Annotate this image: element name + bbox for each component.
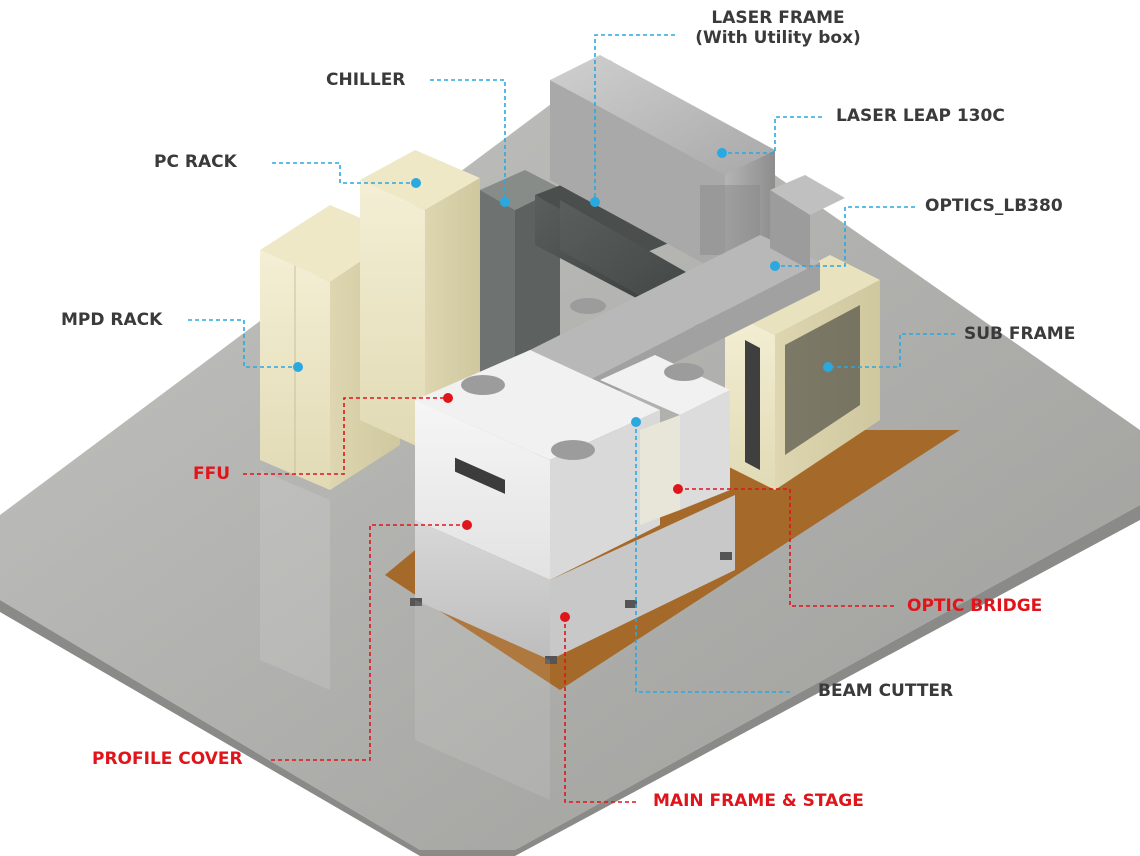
ffu-units (461, 298, 704, 460)
label-laser-frame-title: LASER FRAME (711, 8, 845, 28)
main-frame-stage (410, 495, 735, 664)
callout-line-optic-bridge (678, 488, 897, 607)
label-laser-frame: LASER FRAME (With Utility box) (678, 8, 878, 48)
callout-line-mpd-rack (188, 319, 298, 368)
dot-optic-bridge (673, 484, 683, 494)
callout-line-optics (775, 206, 915, 267)
label-profile-cover: PROFILE COVER (92, 749, 243, 769)
dot-pc-rack (411, 178, 421, 188)
callout-line-laser-frame (594, 34, 675, 202)
red-callouts (243, 397, 897, 803)
label-optics: OPTICS_LB380 (925, 196, 1063, 216)
blue-callouts (188, 34, 955, 693)
dot-sub-frame (823, 362, 833, 372)
dot-chiller (500, 197, 510, 207)
callout-line-chiller (430, 79, 506, 202)
dot-mpd-rack (293, 362, 303, 372)
callout-line-beam-cutter (635, 422, 790, 693)
floor-reflection (260, 470, 330, 690)
dot-beam-cutter (631, 417, 641, 427)
callout-line-main-frame (564, 617, 638, 803)
label-main-frame: MAIN FRAME & STAGE (653, 791, 864, 811)
dot-laser-leap (717, 148, 727, 158)
dot-optics (770, 261, 780, 271)
label-chiller: CHILLER (326, 70, 406, 90)
callout-line-profile-cover (271, 524, 467, 761)
callout-line-pc-rack (272, 162, 416, 184)
dot-laser-frame (590, 197, 600, 207)
callout-line-ffu (243, 397, 448, 475)
dot-ffu (443, 393, 453, 403)
label-sub-frame: SUB FRAME (964, 324, 1076, 344)
floor-reflection-2 (415, 600, 550, 800)
dot-profile-cover (462, 520, 472, 530)
label-beam-cutter: BEAM CUTTER (818, 681, 954, 701)
label-pc-rack: PC RACK (154, 152, 237, 172)
label-ffu: FFU (193, 464, 231, 484)
label-laser-leap: LASER LEAP 130C (836, 106, 1005, 126)
callout-line-laser-leap (722, 116, 822, 154)
label-mpd-rack: MPD RACK (61, 310, 163, 330)
label-optic-bridge: OPTIC BRIDGE (907, 596, 1043, 616)
dot-main-frame (560, 612, 570, 622)
label-laser-frame-subtitle: (With Utility box) (695, 28, 861, 48)
red-dots (443, 393, 683, 622)
callout-line-sub-frame (828, 333, 955, 368)
blue-dots (293, 148, 833, 427)
